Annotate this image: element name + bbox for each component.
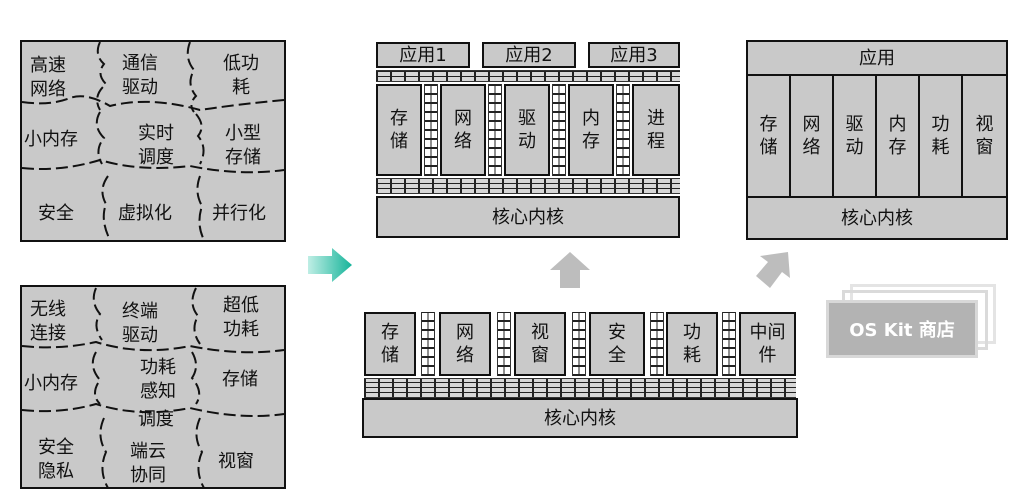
kernel-box: 核心内核 [362,398,798,438]
region-label: 安全 [38,203,74,224]
service-box: 存储 [746,74,791,198]
service-box: 驱动 [832,74,877,198]
ipc-brick-column [424,84,438,176]
region-label: 终端驱动 [122,301,158,346]
ipc-brick-layer-top [376,70,680,82]
service-box: 进程 [632,84,680,176]
service-box: 功耗 [918,74,963,198]
region-label: 小型存储 [225,123,261,168]
region-label: 视窗 [218,451,254,472]
region-label: 端云协同 [130,441,166,486]
region-label: 安全隐私 [38,437,74,482]
os-kit-store-badge: OS Kit 商店 [826,300,978,358]
service-box: 安全 [589,312,645,376]
app-box: 应用3 [588,42,680,68]
region-label: 虚拟化 [118,203,172,224]
store-label: OS Kit 商店 [849,320,955,341]
ipc-brick-column [616,84,630,176]
region-label: 小内存 [24,373,78,394]
region-label: 低功耗 [223,53,259,98]
service-box: 网络 [789,74,834,198]
service-box: 内存 [568,84,614,176]
region-label: 功耗感知 [140,357,176,402]
ipc-brick-column [488,84,502,176]
ipc-brick-column [552,84,566,176]
service-box: 存储 [376,84,422,176]
service-box: 驱动 [504,84,550,176]
region-label: 小内存 [24,129,78,150]
region-label: 通信驱动 [122,53,158,98]
region-label: 高速网络 [30,55,66,100]
service-box: 内存 [875,74,920,198]
ipc-brick-column [421,312,435,376]
app-box: 应用 [746,40,1008,76]
region-label: 存储 [222,369,258,390]
service-box: 网络 [440,84,486,176]
service-box: 功耗 [666,312,718,376]
ipc-brick-layer-bottom [376,178,680,194]
ipc-brick-column [650,312,664,376]
app-box: 应用1 [376,42,470,68]
ipc-brick-column [722,312,736,376]
service-box: 中间件 [739,312,796,376]
region-label: 超低功耗 [223,295,259,340]
region-label: 实时调度 [138,123,174,168]
service-box: 视窗 [514,312,566,376]
left-bottom-fragment-box [20,285,286,489]
ipc-brick-column [572,312,586,376]
region-label: 并行化 [212,203,266,224]
service-box: 视窗 [961,74,1008,198]
service-box: 网络 [439,312,491,376]
kernel-box: 核心内核 [376,196,680,238]
region-label: 无线连接 [30,299,66,344]
ipc-brick-layer [364,378,796,398]
service-box: 存储 [364,312,416,376]
kernel-box: 核心内核 [746,196,1008,240]
region-label: 调度 [138,409,174,430]
app-box: 应用2 [482,42,576,68]
left-top-fragment-box [20,40,286,242]
ipc-brick-column [497,312,511,376]
